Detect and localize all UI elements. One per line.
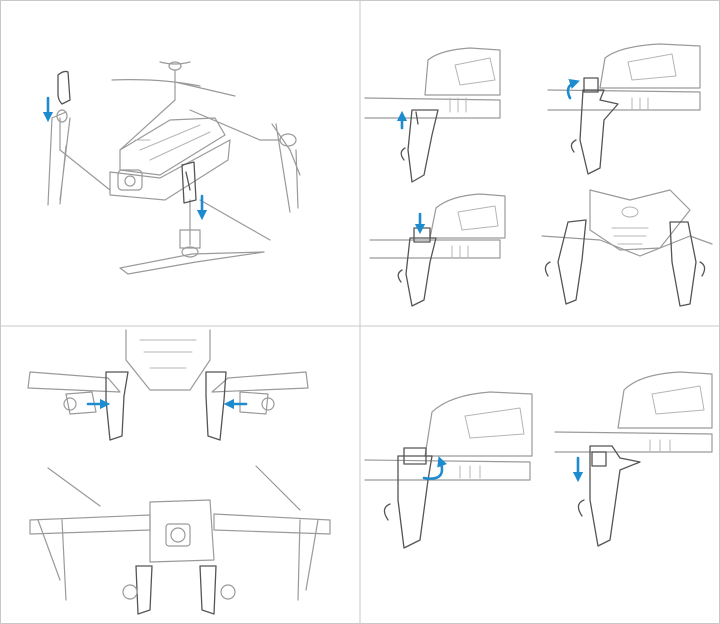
landing-gear-leg — [57, 70, 197, 204]
arm-closeup — [364, 47, 501, 183]
drone-top-view — [47, 61, 301, 275]
panel-3 — [27, 329, 331, 615]
arm-closeup — [554, 371, 713, 547]
panel-1 — [42, 61, 301, 275]
panel-2 — [364, 43, 713, 307]
arm-closeup — [541, 189, 713, 307]
arm-closeup — [364, 391, 533, 549]
panel-4 — [364, 371, 713, 549]
rotate-arrow-icon — [422, 456, 448, 480]
arm-closeup — [369, 193, 506, 307]
arm-closeup — [547, 43, 701, 175]
drone-front-view — [27, 329, 331, 615]
rotate-arrow-icon — [566, 79, 580, 100]
